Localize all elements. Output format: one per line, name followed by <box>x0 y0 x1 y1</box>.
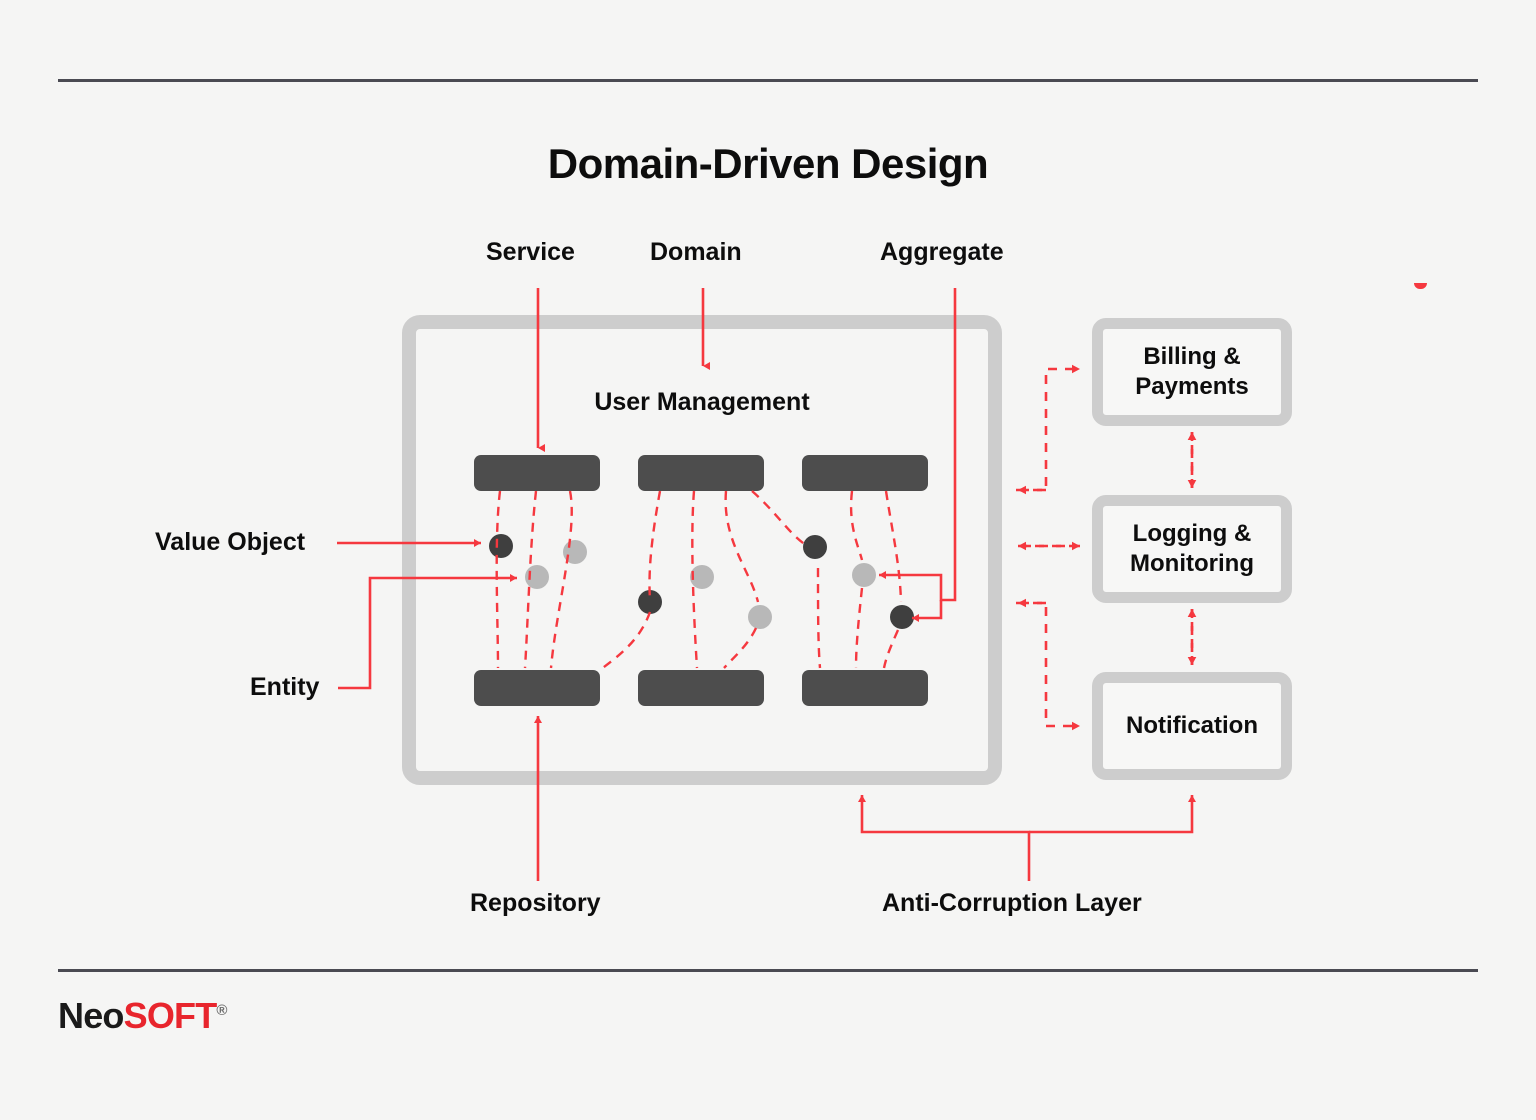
stray-red-mark-icon <box>1414 283 1427 289</box>
aggregate-box-top-3[interactable] <box>802 455 928 491</box>
logging-label-line1: Logging & <box>1132 520 1252 547</box>
entity-node-4[interactable] <box>748 605 772 629</box>
value-object-node-1[interactable] <box>489 534 513 558</box>
repository-box-bottom-1[interactable] <box>474 670 600 706</box>
external-context-billing-payments[interactable]: Billing & Payments <box>1092 318 1292 426</box>
logo-text-soft: SOFT <box>123 995 218 1036</box>
acl-connector-billing <box>1016 364 1080 495</box>
aggregate-box-top-1[interactable] <box>474 455 600 491</box>
billing-label-line2: Payments <box>1135 373 1249 400</box>
callout-arrow-anti-corruption-layer <box>858 795 1196 881</box>
entity-node-1[interactable] <box>525 565 549 589</box>
callout-label-entity: Entity <box>250 673 320 701</box>
bottom-divider-rule <box>58 969 1478 972</box>
value-object-node-2[interactable] <box>638 590 662 614</box>
callout-label-domain: Domain <box>650 238 742 266</box>
neosoft-logo: NeoSOFT® <box>58 995 228 1037</box>
logging-label-line2: Monitoring <box>1130 550 1254 577</box>
top-divider-rule <box>58 79 1478 82</box>
bounded-context-title: User Management <box>594 388 810 416</box>
billing-label-line1: Billing & <box>1143 343 1241 370</box>
callout-label-repository: Repository <box>470 889 601 917</box>
entity-node-5[interactable] <box>852 563 876 587</box>
callout-label-service: Service <box>486 238 575 266</box>
entity-node-3[interactable] <box>690 565 714 589</box>
repository-box-bottom-3[interactable] <box>802 670 928 706</box>
value-object-node-4[interactable] <box>890 605 914 629</box>
logo-text-neo: Neo <box>58 995 124 1036</box>
entity-node-2[interactable] <box>563 540 587 564</box>
notification-label: Notification <box>1126 712 1258 739</box>
value-object-node-3[interactable] <box>803 535 827 559</box>
callout-label-value-object: Value Object <box>155 528 306 556</box>
acl-connector-notification <box>1016 598 1080 731</box>
callout-label-anti-corruption-layer: Anti-Corruption Layer <box>882 889 1142 917</box>
callout-label-aggregate: Aggregate <box>880 238 1004 266</box>
aggregate-box-top-2[interactable] <box>638 455 764 491</box>
registered-trademark-icon: ® <box>216 1002 227 1019</box>
repository-box-bottom-2[interactable] <box>638 670 764 706</box>
page-title: Domain-Driven Design <box>547 140 989 187</box>
external-context-logging-monitoring[interactable]: Logging & Monitoring <box>1092 495 1292 603</box>
external-context-notification[interactable]: Notification <box>1092 672 1292 780</box>
